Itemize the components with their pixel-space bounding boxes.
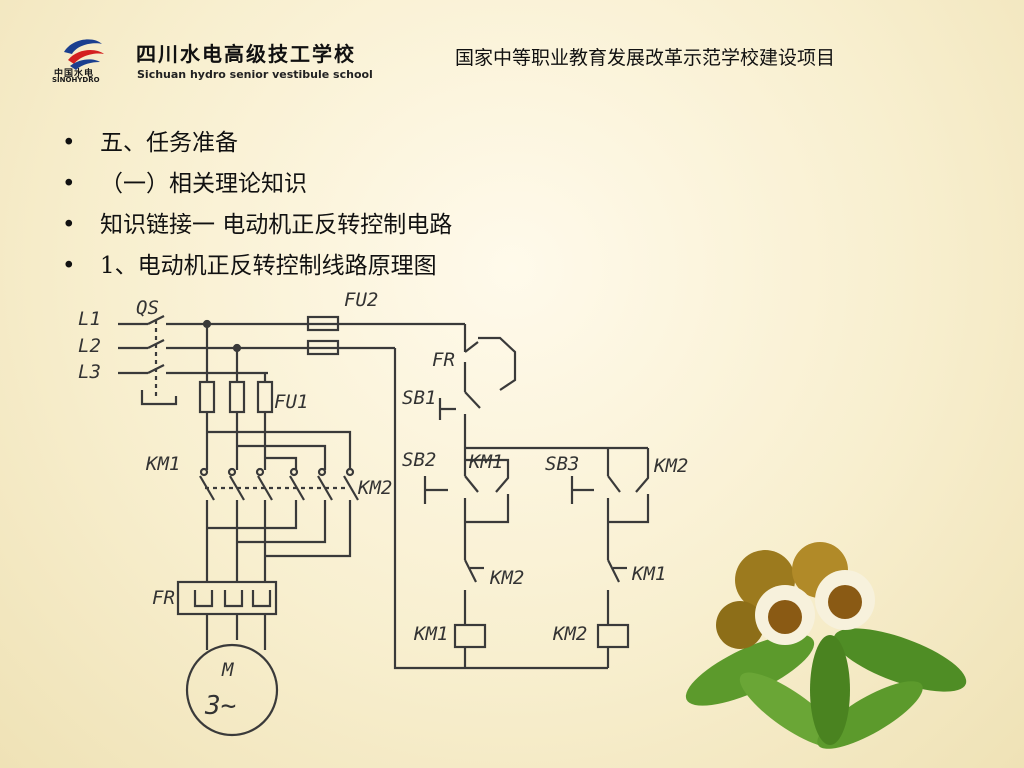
label-sb1: SB1: [402, 387, 436, 409]
label-motor-3phase: 3~: [204, 691, 236, 721]
circuit-wires: [118, 315, 650, 737]
label-km2-coil: KM2: [552, 623, 587, 645]
label-l2: L2: [78, 335, 101, 357]
label-km1-coil: KM1: [413, 623, 448, 645]
label-l1: L1: [78, 308, 101, 330]
label-sb2: SB2: [402, 449, 436, 471]
school-name-english: Sichuan hydro senior vestibule school: [137, 68, 373, 81]
label-fu1: FU1: [274, 391, 308, 413]
bullet-item: 1、电动机正反转控制线路原理图: [62, 249, 452, 290]
label-km1-aux: KM1: [468, 451, 503, 473]
label-motor-m: M: [221, 659, 234, 681]
sinohydro-logo-icon: [64, 39, 104, 70]
label-km1-interlock: KM1: [631, 563, 666, 585]
label-fr-contact: FR: [432, 349, 455, 371]
logo-chinese-text: 中国水电: [54, 69, 95, 79]
chestnut-leaf-decoration-icon: [685, 542, 967, 749]
label-km2-aux: KM2: [653, 455, 688, 477]
motor-forward-reverse-circuit-diagram: L1 L2 L3 QS FU2 FU1 FR SB1 SB2 SB3 KM1 K…: [78, 289, 688, 737]
bullet-list: 五、任务准备 （一）相关理论知识 知识链接一 电动机正反转控制电路 1、电动机正…: [62, 126, 452, 290]
label-fu2: FU2: [344, 289, 378, 311]
label-km1-main: KM1: [145, 453, 180, 475]
bullet-item: 五、任务准备: [62, 126, 452, 167]
label-fr-element: FR: [152, 587, 175, 609]
school-name-chinese: 四川水电高级技工学校: [136, 42, 356, 66]
label-l3: L3: [78, 361, 101, 383]
label-qs: QS: [136, 297, 159, 319]
bullet-item: （一）相关理论知识: [62, 167, 452, 208]
slide-header: 中国水电 SINOHYDRO 四川水电高级技工学校 Sichuan hydro …: [0, 0, 1024, 100]
project-title: 国家中等职业教育发展改革示范学校建设项目: [455, 47, 836, 69]
label-km2-main: KM2: [357, 477, 392, 499]
label-sb3: SB3: [545, 453, 579, 475]
logo-english-text: SINOHYDRO: [52, 76, 100, 84]
label-km2-interlock: KM2: [489, 567, 524, 589]
bullet-item: 知识链接一 电动机正反转控制电路: [62, 208, 452, 249]
